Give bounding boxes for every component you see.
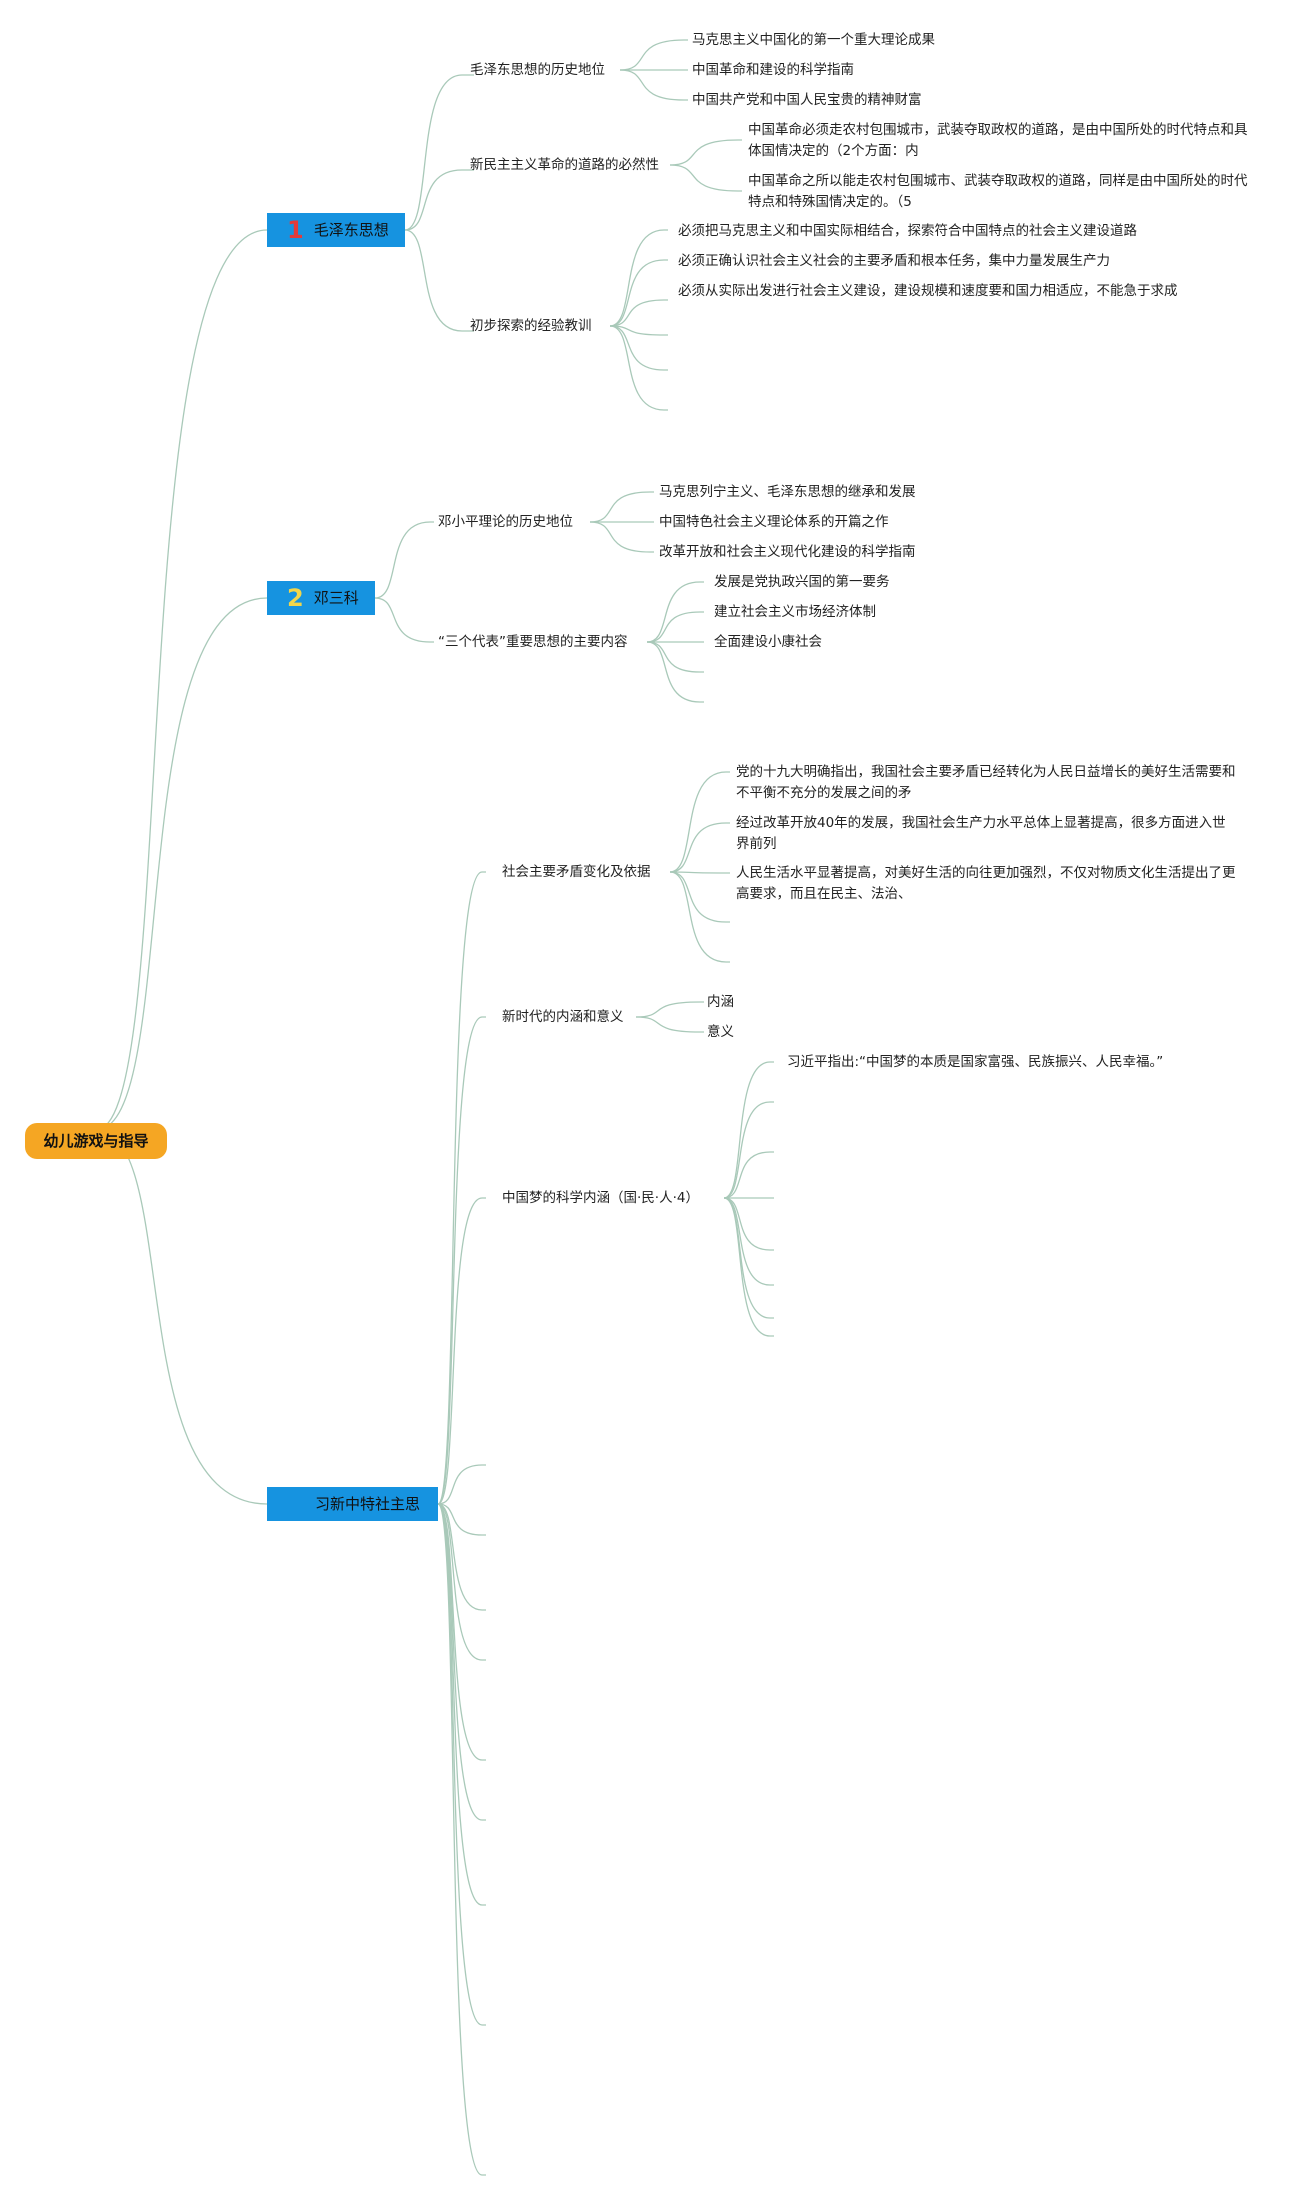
leaf-item[interactable]: 内涵: [707, 994, 734, 1010]
topic-chinese-dream[interactable]: 中国梦的科学内涵（国·民·人·4）: [502, 1190, 699, 1206]
leaf-item[interactable]: 全面建设小康社会: [714, 634, 822, 650]
leaf-item[interactable]: 党的十九大明确指出，我国社会主要矛盾已经转化为人民日益增长的美好生活需要和不平衡…: [736, 764, 1236, 801]
leaf-item[interactable]: 必须从实际出发进行社会主义建设，建设规模和速度要和国力相适应，不能急于求成: [678, 283, 1178, 299]
branch-maozedong[interactable]: 1 毛泽东思想: [267, 213, 405, 247]
number-two-icon: 2: [287, 584, 304, 612]
leaf-item[interactable]: 经过改革开放40年的发展，我国社会生产力水平总体上显著提高，很多方面进入世界前列: [736, 815, 1226, 852]
topic-historical-status[interactable]: 毛泽东思想的历史地位: [470, 62, 605, 78]
branch-label: 邓三科: [313, 589, 359, 607]
topic-main-contradiction[interactable]: 社会主要矛盾变化及依据: [502, 864, 651, 880]
number-one-icon: 1: [287, 216, 304, 244]
topic-deng-theory[interactable]: 邓小平理论的历史地位: [438, 514, 573, 530]
branch-label: 毛泽东思想: [313, 221, 389, 239]
leaf-item[interactable]: 中国特色社会主义理论体系的开篇之作: [659, 514, 889, 530]
leaf-item[interactable]: 马克思主义中国化的第一个重大理论成果: [692, 32, 935, 48]
leaf-item[interactable]: 中国革命和建设的科学指南: [692, 62, 854, 78]
root-node[interactable]: 幼儿游戏与指导: [25, 1123, 167, 1159]
topic-revolution-path[interactable]: 新民主主义革命的道路的必然性: [470, 157, 659, 173]
branch-label: 习新中特社主思: [315, 1495, 421, 1513]
leaf-item[interactable]: 意义: [707, 1024, 734, 1040]
leaf-item[interactable]: 必须正确认识社会主义社会的主要矛盾和根本任务，集中力量发展生产力: [678, 253, 1110, 269]
leaf-item[interactable]: 中国革命之所以能走农村包围城市、武装夺取政权的道路，同样是由中国所处的时代特点和…: [748, 173, 1248, 210]
leaf-item[interactable]: 中国革命必须走农村包围城市，武装夺取政权的道路，是由中国所处的时代特点和具体国情…: [748, 122, 1248, 159]
branch-xi-thought[interactable]: 习新中特社主思: [267, 1487, 438, 1521]
branch-dengsanke[interactable]: 2 邓三科: [267, 581, 375, 615]
leaf-item[interactable]: 人民生活水平显著提高，对美好生活的向往更加强烈，不仅对物质文化生活提出了更高要求…: [736, 865, 1236, 902]
leaf-item[interactable]: 马克思列宁主义、毛泽东思想的继承和发展: [659, 484, 916, 500]
topic-lessons[interactable]: 初步探索的经验教训: [470, 318, 592, 334]
leaf-item[interactable]: 建立社会主义市场经济体制: [714, 604, 876, 620]
leaf-item[interactable]: 习近平指出:“中国梦的本质是国家富强、民族振兴、人民幸福。”: [787, 1054, 1164, 1070]
leaf-item[interactable]: 必须把马克思主义和中国实际相结合，探索符合中国特点的社会主义建设道路: [678, 223, 1137, 239]
topic-three-represents[interactable]: “三个代表”重要思想的主要内容: [438, 634, 628, 650]
leaf-item[interactable]: 改革开放和社会主义现代化建设的科学指南: [659, 544, 916, 560]
leaf-item[interactable]: 发展是党执政兴国的第一要务: [714, 574, 890, 590]
leaf-item[interactable]: 中国共产党和中国人民宝贵的精神财富: [692, 92, 922, 108]
topic-new-era[interactable]: 新时代的内涵和意义: [502, 1009, 624, 1025]
